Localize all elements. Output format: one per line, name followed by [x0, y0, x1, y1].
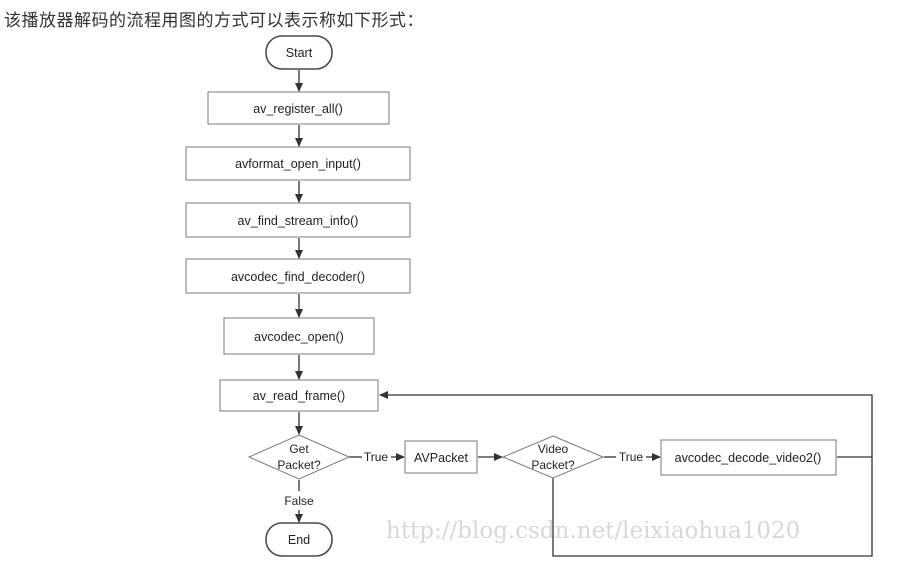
- edge-label-true-2: True: [619, 450, 644, 464]
- step-open-input-label: avformat_open_input(): [235, 157, 361, 171]
- start-node: Start: [265, 35, 333, 70]
- step-stream-info-label: av_find_stream_info(): [238, 214, 359, 228]
- decision-get-packet-line2: Packet?: [277, 458, 321, 472]
- step-read-frame: av_read_frame(): [219, 379, 379, 412]
- intro-text: 该播放器解码的流程用图的方式可以表示称如下形式：: [4, 11, 424, 31]
- decision-get-packet-line1: Get: [289, 442, 309, 456]
- step-stream-info: av_find_stream_info(): [185, 202, 411, 238]
- step-codec-open-label: avcodec_open(): [254, 330, 344, 344]
- decision-video-packet-line2: Packet?: [531, 458, 575, 472]
- step-decode-label: avcodec_decode_video2(): [675, 451, 822, 465]
- start-label: Start: [286, 46, 313, 60]
- step-register-label: av_register_all(): [253, 102, 343, 116]
- step-avpacket-label: AVPacket: [414, 451, 468, 465]
- edge-decode-loop-back: [379, 391, 873, 458]
- decision-video-packet-line1: Video: [538, 442, 569, 456]
- end-node: End: [265, 522, 333, 557]
- step-read-frame-label: av_read_frame(): [253, 389, 345, 403]
- end-label: End: [288, 533, 310, 547]
- connectors: [295, 70, 873, 557]
- step-codec-open: avcodec_open(): [223, 317, 375, 355]
- step-register: av_register_all(): [207, 91, 390, 125]
- step-open-input: avformat_open_input(): [185, 146, 411, 181]
- edge-label-false: False: [284, 494, 314, 508]
- decision-get-packet: Get Packet?: [247, 434, 351, 480]
- step-decode: avcodec_decode_video2(): [660, 439, 837, 476]
- edge-label-true-1: True: [364, 450, 389, 464]
- watermark: http://blog.csdn.net/leixiaohua1020: [386, 518, 800, 544]
- edge-video-false-loop: [552, 457, 873, 557]
- decision-video-packet: Video Packet?: [501, 435, 605, 479]
- step-avpacket: AVPacket: [404, 440, 478, 474]
- step-find-decoder: avcodec_find_decoder(): [185, 258, 411, 294]
- step-find-decoder-label: avcodec_find_decoder(): [231, 270, 365, 284]
